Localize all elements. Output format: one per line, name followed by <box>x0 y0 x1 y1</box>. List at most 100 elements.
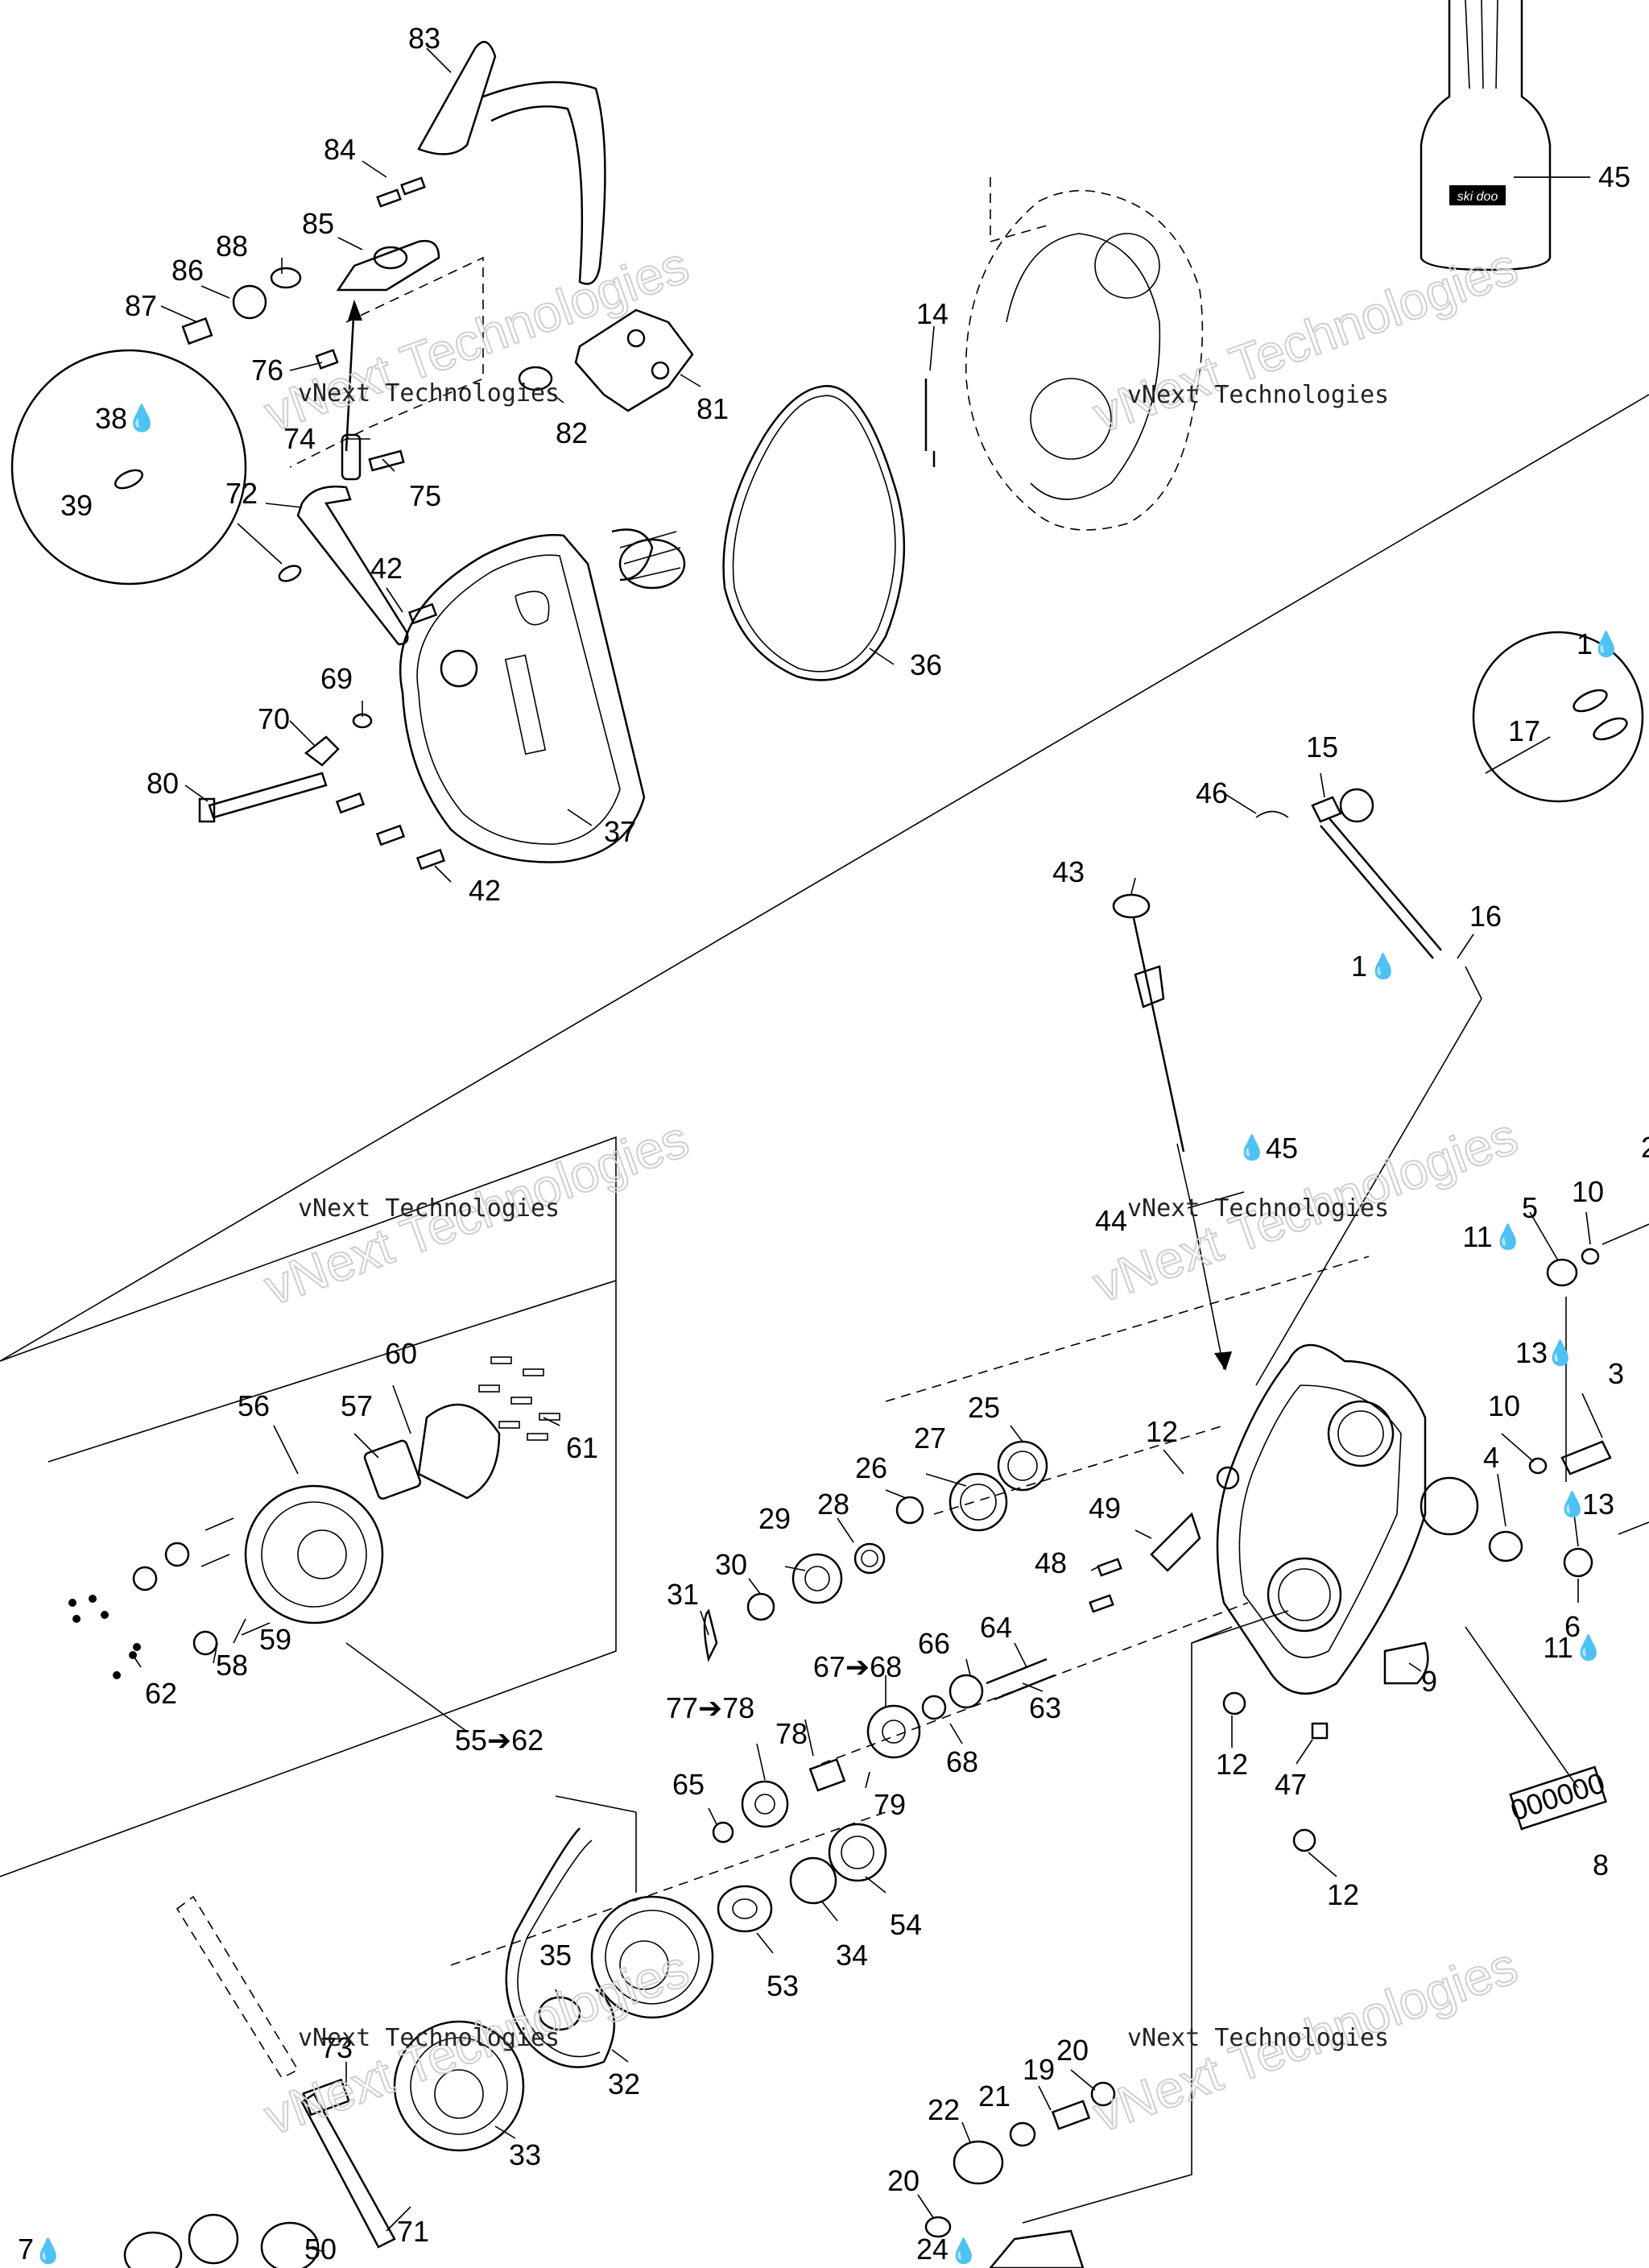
callout-32: 32 <box>608 2067 640 2100</box>
callout-12c: 12 <box>1327 1878 1359 1911</box>
callout-30: 30 <box>715 1548 747 1581</box>
callout-9: 9 <box>1421 1665 1437 1698</box>
callout-83: 83 <box>408 22 440 55</box>
detail-circle-1-17 <box>1339 631 1644 823</box>
callout-6: 6 <box>1564 1610 1581 1643</box>
callout-56: 56 <box>238 1389 270 1422</box>
callout-42a: 42 <box>370 552 403 585</box>
callout-80: 80 <box>147 767 179 800</box>
callout-4: 4 <box>1483 1441 1499 1474</box>
callout-73: 73 <box>320 2031 353 2064</box>
callout-78: 78 <box>775 1717 808 1750</box>
watermark: vNext Technologies <box>298 379 560 408</box>
callout-43: 43 <box>1052 855 1085 888</box>
output-shaft-parts <box>123 1895 396 2268</box>
callout-5562: 55➔62 <box>455 1724 543 1757</box>
callout-72: 72 <box>225 477 258 510</box>
callout-82: 82 <box>556 416 588 449</box>
callout-2-partial: 2 <box>1641 1131 1649 1164</box>
callout-79: 79 <box>874 1788 906 1821</box>
callout-88: 88 <box>216 230 248 263</box>
bottle-brand: ski doo <box>1457 190 1498 204</box>
callout-65: 65 <box>672 1768 705 1801</box>
callout-69: 69 <box>320 662 353 695</box>
callout-8: 8 <box>1593 1848 1609 1881</box>
oil-drop-icon: 💧 <box>1368 952 1398 980</box>
oil-drop-icon: 💧 <box>948 2237 978 2265</box>
dipstick-43 <box>1112 893 1232 1371</box>
callout-20a: 20 <box>1056 2034 1089 2067</box>
callout-63: 63 <box>1029 1691 1061 1724</box>
callout-22: 22 <box>928 2093 960 2126</box>
shift-lever-assembly <box>181 40 606 646</box>
balls <box>68 1595 141 1679</box>
watermark: vNext Technologies <box>1127 1194 1389 1223</box>
oil-drop-icon: 💧 <box>1237 1133 1267 1161</box>
callout-12a: 12 <box>1146 1415 1178 1448</box>
oil-drop-icon: 💧 <box>1493 1223 1523 1251</box>
callout-3: 3 <box>1608 1357 1624 1390</box>
callout-13b: 13 <box>1582 1488 1614 1521</box>
oil-drop-icon: 💧 <box>1591 630 1621 658</box>
callout-75: 75 <box>409 479 441 512</box>
oil-drop-icon: 💧 <box>1545 1339 1575 1367</box>
callout-76: 76 <box>251 354 283 387</box>
callout-7: 7 <box>18 2233 34 2266</box>
callout-6768: 67➔68 <box>813 1650 902 1683</box>
watermark: vNext Technologies <box>298 2024 560 2052</box>
callout-37: 37 <box>604 815 636 848</box>
callout-34: 34 <box>836 1939 868 1972</box>
gasket-36 <box>722 385 906 681</box>
callout-10a: 10 <box>1572 1175 1604 1208</box>
chain-and-sprockets <box>393 1827 714 2152</box>
callout-numbers: 83 84 85 88 86 87 76 74 75 72 38 💧 39 82… <box>18 22 1649 2266</box>
callout-33: 33 <box>509 2138 541 2171</box>
callout-36: 36 <box>910 648 942 681</box>
bracket-81 <box>518 308 694 412</box>
callout-1b: 1 <box>1577 627 1593 660</box>
callout-86: 86 <box>172 254 204 287</box>
callout-54: 54 <box>890 1908 922 1941</box>
callout-35: 35 <box>539 1939 572 1972</box>
callout-45a: 45 <box>1598 160 1630 193</box>
watermark-outline: vNext Technologies <box>257 235 696 442</box>
callout-31: 31 <box>667 1578 699 1611</box>
callout-68: 68 <box>946 1745 978 1778</box>
detail-circle-38-39 <box>10 349 302 586</box>
callout-58: 58 <box>216 1649 248 1682</box>
callout-53: 53 <box>767 1969 799 2002</box>
callout-11b: 11 <box>1543 1631 1573 1664</box>
callout-16: 16 <box>1469 900 1502 933</box>
screws-61 <box>478 1356 560 1441</box>
callout-81: 81 <box>696 392 729 425</box>
cover-37 <box>399 528 686 863</box>
oil-drop-icon: 💧 <box>33 2237 63 2265</box>
callout-70: 70 <box>258 702 290 735</box>
callout-27: 27 <box>914 1422 946 1455</box>
separator-lines <box>0 394 1649 1877</box>
oil-drop-icon: 💧 <box>1573 1633 1603 1662</box>
callout-59: 59 <box>259 1623 291 1656</box>
callout-47: 47 <box>1275 1768 1307 1801</box>
shift-rod-15 <box>1255 796 1482 1386</box>
callout-84: 84 <box>324 133 356 166</box>
callout-14: 14 <box>916 297 948 330</box>
callout-44: 44 <box>1095 1204 1127 1237</box>
callout-48: 48 <box>1035 1546 1067 1579</box>
callout-29: 29 <box>758 1502 791 1535</box>
callout-1a: 1 <box>1351 950 1367 983</box>
callout-20b: 20 <box>887 2164 920 2197</box>
callout-49: 49 <box>1089 1492 1121 1525</box>
callout-64: 64 <box>980 1611 1012 1644</box>
leader-lines <box>132 48 1603 2252</box>
callout-7778: 77➔78 <box>666 1691 754 1724</box>
watermarks: vNext Technologies vNext Technologies vN… <box>256 234 1525 2146</box>
callout-66: 66 <box>918 1627 950 1660</box>
callout-57: 57 <box>341 1389 373 1422</box>
callout-10b: 10 <box>1488 1389 1520 1422</box>
watermark: vNext Technologies <box>1127 2024 1389 2052</box>
callout-5: 5 <box>1522 1191 1538 1224</box>
clutch-group-55-62 <box>68 1356 637 1893</box>
callout-71: 71 <box>397 2215 429 2248</box>
